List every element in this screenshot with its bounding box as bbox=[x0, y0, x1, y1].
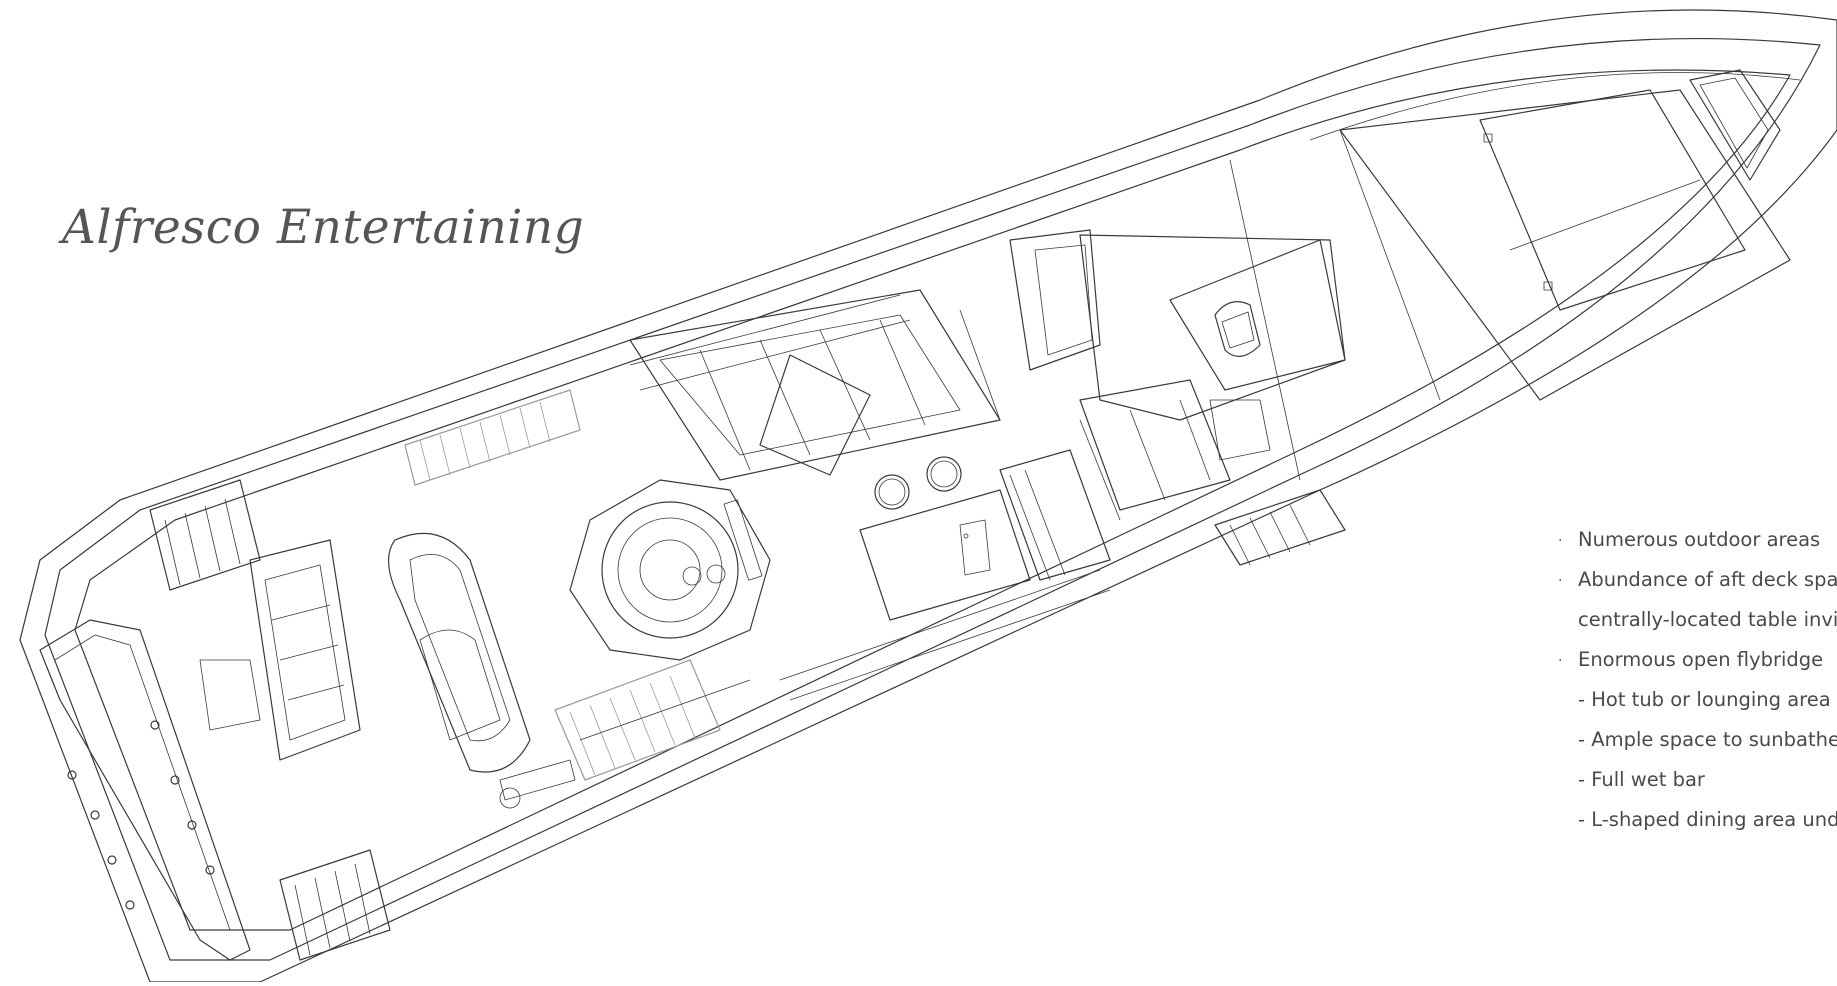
feature-text: Numerous outdoor areas bbox=[1578, 528, 1821, 551]
feature-text: Abundance of aft deck spa bbox=[1578, 568, 1837, 591]
feature-text: centrally-located table invi bbox=[1578, 608, 1837, 631]
feature-item: - Full wet bar bbox=[1558, 760, 1837, 800]
bullet-icon: · bbox=[1558, 532, 1563, 549]
feature-text: Enormous open flybridge bbox=[1578, 648, 1824, 671]
feature-text: - L-shaped dining area und bbox=[1578, 808, 1837, 831]
feature-item: - L-shaped dining area und bbox=[1558, 800, 1837, 840]
feature-item: · Abundance of aft deck spa bbox=[1558, 560, 1837, 600]
bullet-icon: · bbox=[1558, 572, 1563, 589]
feature-list: · Numerous outdoor areas · Abundance of aft… bbox=[1558, 520, 1837, 840]
hot-tub bbox=[569, 479, 771, 661]
feature-item: · Enormous open flybridge bbox=[1558, 640, 1837, 680]
side-walkways bbox=[499, 294, 1111, 809]
page-title: Alfresco Entertaining bbox=[62, 200, 585, 255]
bar-stools bbox=[874, 456, 962, 510]
lounge-sofa bbox=[629, 289, 1001, 481]
aft-swim-platform bbox=[19, 499, 251, 961]
feature-text: - Full wet bar bbox=[1578, 768, 1705, 791]
bullet-icon: · bbox=[1558, 652, 1563, 669]
feature-item: - Hot tub or lounging area bbox=[1558, 680, 1837, 720]
feature-item: - Ample space to sunbathe bbox=[1558, 720, 1837, 760]
feature-text: - Hot tub or lounging area bbox=[1578, 688, 1831, 711]
forward-seating bbox=[1079, 379, 1271, 521]
feature-item: centrally-located table invi bbox=[1558, 600, 1837, 640]
feature-text: - Ample space to sunbathe bbox=[1578, 728, 1837, 751]
bar-counter bbox=[859, 449, 1111, 621]
bow-foredeck bbox=[1229, 69, 1791, 481]
aft-stairs bbox=[149, 389, 1346, 961]
feature-item: · Numerous outdoor areas bbox=[1558, 520, 1837, 560]
sun-pad-aft bbox=[199, 539, 361, 761]
tender-boat bbox=[387, 532, 531, 773]
helm-station bbox=[1009, 229, 1346, 421]
hull-outline bbox=[19, 9, 1837, 983]
